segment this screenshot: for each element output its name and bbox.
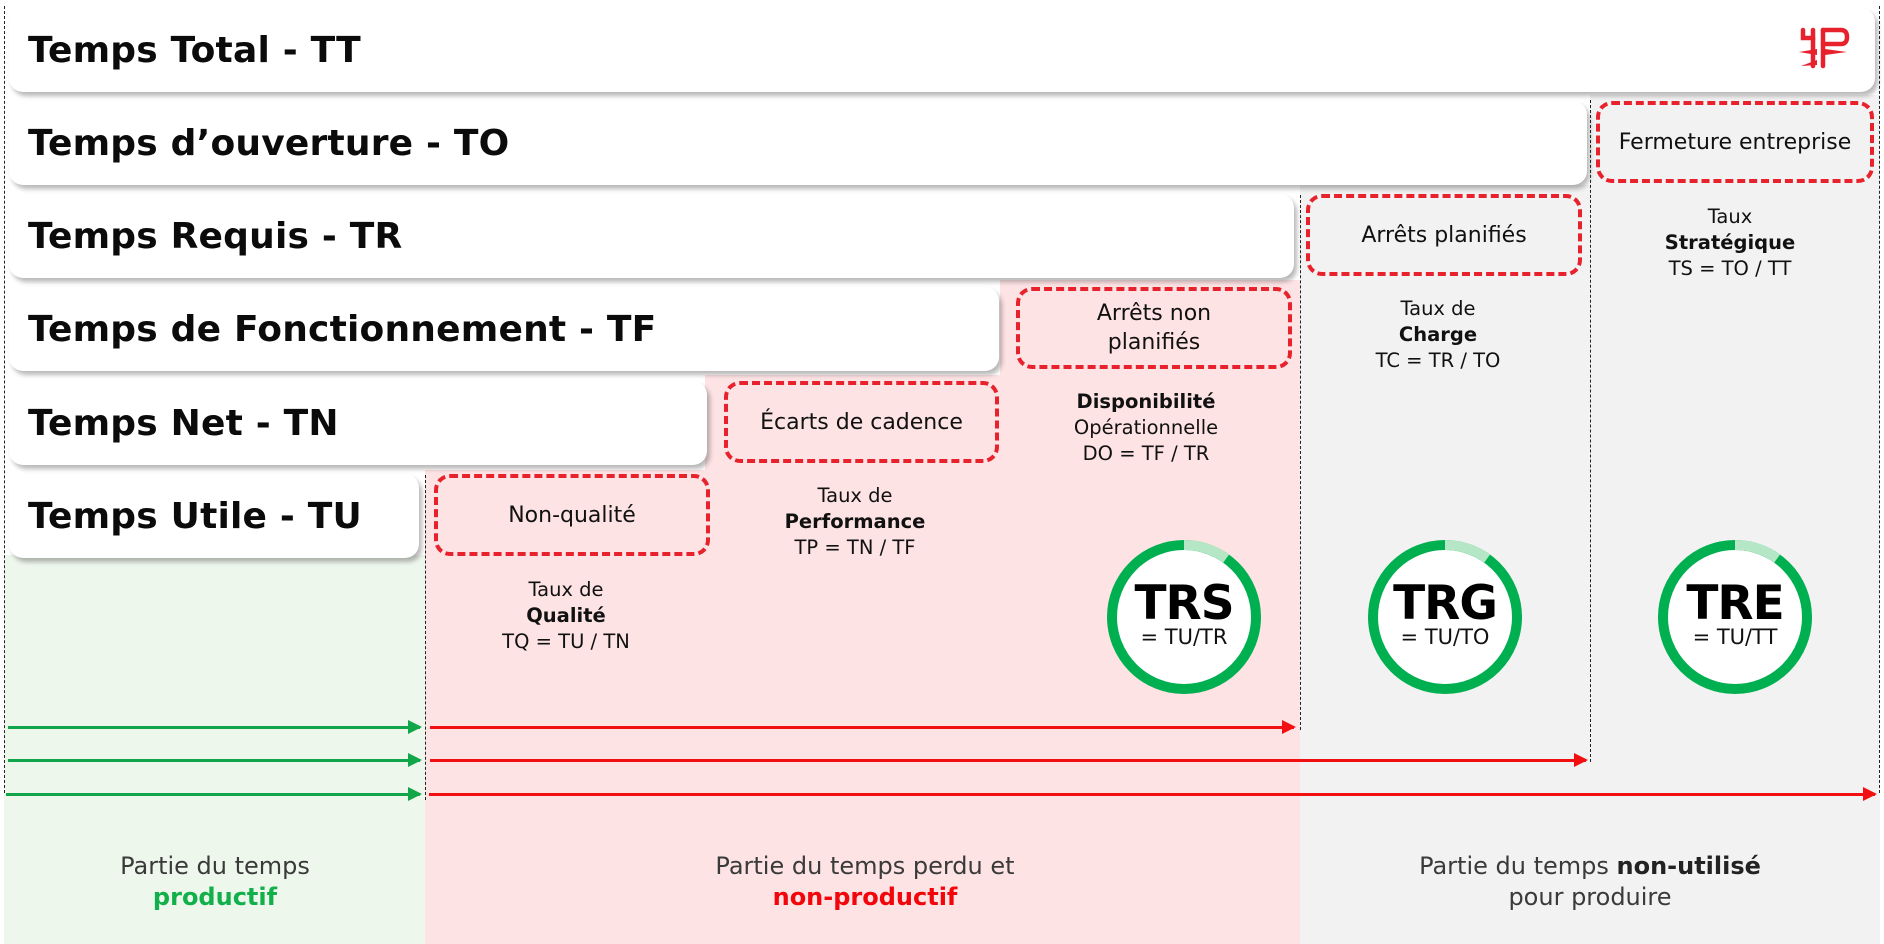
rate-formula: TP = TN / TF bbox=[794, 536, 916, 559]
loss-label-line1: Arrêts non bbox=[1096, 301, 1212, 326]
rate-strategique: Taux Stratégique TS = TO / TT bbox=[1630, 204, 1830, 282]
productive-time-zone bbox=[4, 555, 425, 944]
bar-label: Temps Total - TT bbox=[28, 29, 361, 71]
rate-charge: Taux de Charge TC = TR / TO bbox=[1338, 296, 1538, 374]
unused-time-zone-strategic bbox=[1590, 95, 1880, 944]
rate-line: Opérationnelle bbox=[1073, 416, 1219, 439]
bar-temps-utile: Temps Utile - TU bbox=[9, 474, 419, 558]
caption-emphasis: non-utilisé bbox=[1616, 852, 1761, 880]
bar-temps-total: Temps Total - TT bbox=[9, 8, 1875, 92]
gauge-title: TRE bbox=[1686, 576, 1784, 631]
donut-ring-icon bbox=[1658, 540, 1812, 694]
rate-qualite: Taux de Qualité TQ = TU / TN bbox=[466, 577, 666, 655]
caption-line: Partie du temps bbox=[120, 852, 310, 880]
arrow-productive-trg bbox=[8, 753, 422, 767]
rate-name: Stratégique bbox=[1664, 231, 1796, 254]
lost-time-zone bbox=[425, 470, 1005, 944]
rate-line: Taux bbox=[1707, 205, 1753, 228]
gauge-formula: = TU/TR bbox=[1140, 625, 1228, 649]
bar-label: Temps Utile - TU bbox=[28, 495, 362, 537]
rate-line: Taux de bbox=[817, 484, 893, 507]
bar-label: Temps d’ouverture - TO bbox=[28, 122, 510, 164]
loss-label: Arrêts planifiés bbox=[1361, 222, 1527, 248]
bar-label: Temps de Fonctionnement - TF bbox=[28, 308, 657, 350]
rate-formula: TC = TR / TO bbox=[1375, 349, 1501, 372]
lost-time-zone-performance bbox=[705, 375, 1005, 475]
loss-fermeture-entreprise: Fermeture entreprise bbox=[1596, 101, 1874, 183]
loss-arrets-planifies: Arrêts planifiés bbox=[1306, 194, 1582, 276]
gauge-formula: = TU/TT bbox=[1692, 625, 1778, 649]
boundary-tu-right bbox=[425, 475, 426, 800]
gauge-trg: TRG = TU/TO bbox=[1365, 537, 1525, 697]
gauge-title: TRG bbox=[1393, 576, 1498, 631]
arrow-productive-tre bbox=[6, 787, 422, 801]
rate-performance: Taux de Performance TP = TN / TF bbox=[755, 483, 955, 561]
boundary-tt-right bbox=[1879, 6, 1880, 793]
rate-line: Taux de bbox=[528, 578, 604, 601]
arrow-lost-trg bbox=[430, 753, 1588, 767]
rate-formula: TS = TO / TT bbox=[1668, 257, 1792, 280]
loss-label-line2: planifiés bbox=[1107, 330, 1201, 355]
caption-lost: Partie du temps perdu et non-productif bbox=[640, 851, 1090, 913]
boundary-tt-left bbox=[4, 6, 5, 793]
loss-non-qualite: Non-qualité bbox=[434, 474, 710, 556]
loss-label: Écarts de cadence bbox=[760, 409, 963, 435]
caption-unused: Partie du temps non-utilisé pour produir… bbox=[1370, 851, 1810, 913]
gauge-tre: TRE = TU/TT bbox=[1655, 537, 1815, 697]
bar-temps-fonctionnement: Temps de Fonctionnement - TF bbox=[9, 287, 999, 371]
caption-productive: Partie du temps productif bbox=[60, 851, 370, 913]
caption-line: Partie du temps perdu et bbox=[715, 852, 1015, 880]
bar-temps-requis: Temps Requis - TR bbox=[9, 194, 1294, 278]
rate-formula: DO = TF / TR bbox=[1082, 442, 1210, 465]
loss-label: Fermeture entreprise bbox=[1618, 129, 1852, 155]
rate-formula: TQ = TU / TN bbox=[502, 630, 630, 653]
arrow-lost-tre bbox=[429, 787, 1877, 801]
bar-temps-ouverture: Temps d’ouverture - TO bbox=[9, 101, 1587, 185]
gauge-formula: = TU/TO bbox=[1400, 625, 1490, 649]
rate-name: Performance bbox=[784, 510, 926, 533]
loss-ecarts-cadence: Écarts de cadence bbox=[724, 381, 999, 463]
rate-line: Taux de bbox=[1400, 297, 1476, 320]
gauge-title: TRS bbox=[1134, 576, 1234, 631]
caption-line2: pour produire bbox=[1508, 883, 1672, 911]
bar-label: Temps Net - TN bbox=[28, 402, 339, 444]
bar-label: Temps Requis - TR bbox=[28, 215, 403, 257]
rate-name: Charge bbox=[1398, 323, 1478, 346]
bar-temps-net: Temps Net - TN bbox=[9, 381, 707, 465]
rate-name: Qualité bbox=[526, 604, 606, 627]
gauge-trs: TRS = TU/TR bbox=[1104, 537, 1264, 697]
boundary-to-right bbox=[1590, 100, 1591, 762]
loss-label: Non-qualité bbox=[508, 502, 636, 528]
rate-disponibilite: Disponibilité Opérationnelle DO = TF / T… bbox=[1036, 389, 1256, 467]
boundary-tr-right bbox=[1300, 195, 1301, 730]
brand-logo-icon bbox=[1795, 18, 1855, 78]
donut-ring-icon bbox=[1107, 540, 1261, 694]
caption-emphasis: productif bbox=[152, 883, 278, 911]
arrow-lost-trs bbox=[430, 720, 1296, 734]
arrow-productive-trs bbox=[8, 720, 422, 734]
caption-emphasis: non-productif bbox=[772, 883, 958, 911]
donut-ring-icon bbox=[1368, 540, 1522, 694]
caption-line: Partie du temps bbox=[1419, 852, 1617, 880]
rate-name: Disponibilité bbox=[1076, 390, 1216, 413]
loss-arrets-non-planifies: Arrêts non planifiés bbox=[1016, 287, 1292, 369]
